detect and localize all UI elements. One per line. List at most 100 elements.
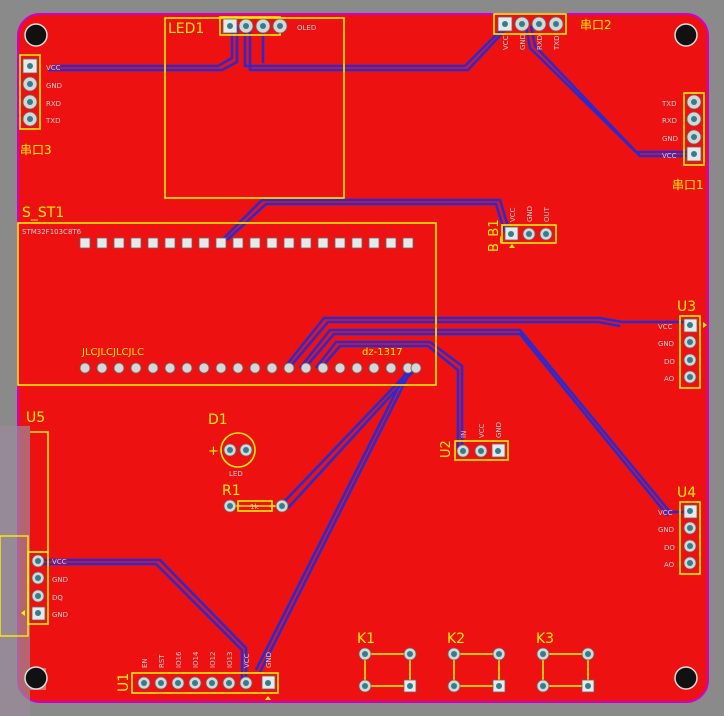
svg-text:IN: IN [460, 431, 468, 438]
svg-text:VCC: VCC [243, 653, 251, 668]
svg-text:VCC: VCC [52, 558, 67, 566]
svg-text:EN: EN [141, 658, 149, 668]
u3-pin-labels: VCC GND DO AO [658, 323, 675, 383]
u5-pin-labels: VCC GND DQ GND [52, 558, 68, 619]
u4-ref: U4 [677, 485, 696, 501]
d1-pads [223, 443, 253, 457]
r1-body [237, 500, 273, 512]
svg-text:TXD: TXD [661, 100, 676, 108]
svg-text:GND: GND [52, 611, 68, 619]
u3-pads [683, 318, 698, 384]
serial1-pads [686, 94, 702, 162]
sst1-bottom-left-text: JLCJLCJLCJLC [81, 347, 144, 358]
bb1-pads [504, 226, 553, 241]
r1-pads [223, 499, 289, 513]
u5-ref: U5 [26, 410, 45, 426]
svg-text:GND: GND [519, 34, 527, 50]
svg-text:DO: DO [664, 544, 675, 552]
u1-outline [131, 672, 279, 694]
svg-text:DO: DO [664, 358, 675, 366]
svg-text:GND: GND [526, 206, 534, 222]
svg-text:RXD: RXD [536, 35, 544, 50]
serial3-pin-labels: VCC GND RXD TXD [45, 64, 62, 125]
svg-text:AO: AO [664, 561, 675, 569]
k2-ref: K2 [447, 631, 465, 647]
sst1-outline [17, 222, 437, 386]
serial3-ref: 串口3 [20, 143, 52, 157]
u1-ref: U1 [116, 673, 132, 692]
u2-outline [454, 440, 509, 461]
k1-pads [358, 647, 417, 693]
svg-text:GND: GND [662, 135, 678, 143]
serial2-pads [497, 16, 564, 32]
svg-text:RST: RST [158, 654, 166, 668]
serial1-ref: 串口1 [672, 178, 704, 192]
serial3-outline [19, 54, 41, 130]
svg-text:IO14: IO14 [192, 651, 200, 668]
d1-outline [220, 432, 256, 468]
svg-text:GND: GND [52, 576, 68, 584]
svg-text:RXD: RXD [662, 117, 677, 125]
sst1-bottom-right-text: dz-1317 [362, 347, 403, 358]
k3-pads [536, 647, 595, 693]
u2-pads [456, 443, 506, 458]
u1-pads [137, 675, 276, 690]
r1-value: 1k [250, 503, 259, 511]
k2-outline[interactable] [453, 653, 500, 687]
mounting-hole-tr [674, 23, 698, 47]
u3-outline [679, 315, 701, 389]
serial2-pin-labels: VCC GND RXD TXD [502, 34, 561, 51]
mounting-hole-bl [24, 666, 48, 690]
svg-text:GND: GND [265, 652, 273, 668]
serial3-pads [22, 58, 38, 127]
serial2-outline [493, 13, 567, 35]
k1-ref: K1 [357, 631, 375, 647]
svg-text:GND: GND [46, 82, 62, 90]
svg-text:VCC: VCC [509, 207, 517, 222]
u5-header-outline [27, 551, 49, 625]
sst1-top-pads [79, 237, 414, 249]
sst1-top-text: STM32F103C8T6 [22, 228, 82, 236]
mounting-hole-br [674, 666, 698, 690]
u4-pads [683, 504, 698, 570]
svg-text:VCC: VCC [658, 323, 673, 331]
led1-outline [164, 17, 345, 199]
d1-polarity: + [208, 444, 219, 459]
svg-text:VCC: VCC [662, 152, 677, 160]
k3-ref: K3 [536, 631, 554, 647]
u4-pin-labels: VCC GND DO AO [658, 509, 675, 569]
d1-ref: D1 [208, 412, 228, 428]
traces [40, 25, 690, 680]
svg-text:IO12: IO12 [209, 652, 217, 668]
k2-pads [447, 647, 506, 693]
u2-pin-labels: IN VCC GND [460, 422, 503, 438]
u3-ref: U3 [677, 299, 696, 315]
u1-pin-marker [265, 696, 271, 700]
svg-text:VCC: VCC [658, 509, 673, 517]
sst1-bottom-pads [79, 362, 422, 374]
u5-pads [31, 554, 46, 621]
svg-text:GND: GND [658, 340, 674, 348]
svg-text:VCC: VCC [502, 35, 510, 50]
svg-text:TXD: TXD [553, 36, 561, 51]
k3-outline[interactable] [542, 653, 589, 687]
sst1-ref: S_ST1 [22, 205, 64, 221]
serial2-ref: 串口2 [580, 18, 612, 32]
u2-ref: U2 [439, 440, 454, 458]
led1-header-label: OLED [297, 24, 316, 32]
mounting-hole-tl [24, 23, 48, 47]
k1-outline[interactable] [364, 653, 411, 687]
bb1-pin-labels: VCC GND OUT [509, 206, 551, 222]
u3-pin1-marker [703, 322, 707, 328]
svg-text:AO: AO [664, 375, 675, 383]
serial1-pin-labels: TXD RXD GND VCC [661, 100, 678, 160]
serial1-outline [683, 92, 705, 166]
bb1-outline [501, 224, 557, 244]
svg-text:TXD: TXD [45, 117, 60, 125]
svg-text:GND: GND [495, 422, 503, 438]
bb1-ref: B_B1 [487, 219, 502, 252]
svg-text:VCC: VCC [478, 423, 486, 438]
d1-sub-label: LED [229, 470, 243, 478]
svg-text:OUT: OUT [543, 206, 551, 222]
